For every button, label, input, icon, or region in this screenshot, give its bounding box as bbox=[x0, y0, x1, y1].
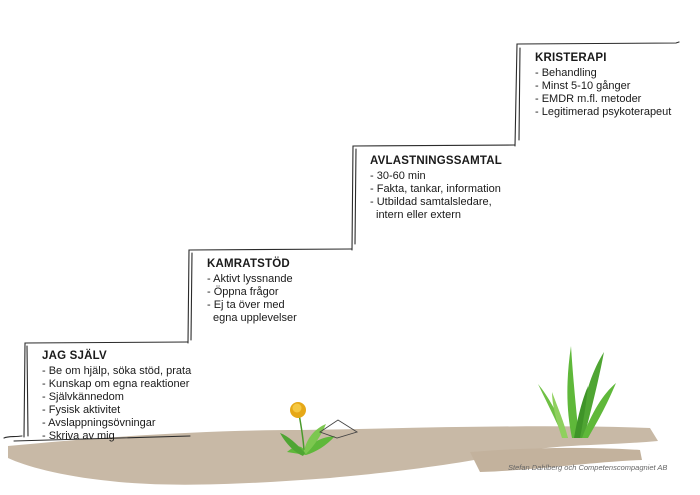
step-item: - Aktivt lyssnande bbox=[207, 273, 293, 285]
dandelion-flower bbox=[280, 402, 359, 456]
staircase-outline bbox=[3, 41, 680, 442]
step-item: - Be om hjälp, söka stöd, prata bbox=[42, 365, 192, 377]
step-title: JAG SJÄLV bbox=[42, 350, 107, 362]
ground bbox=[8, 426, 658, 485]
step-title: AVLASTNINGSSAMTAL bbox=[370, 155, 503, 167]
step-item: - Fysisk aktivitet bbox=[42, 404, 121, 416]
step-item: - Legitimerad psykoterapeut bbox=[535, 106, 672, 118]
step-avlastningssamtal: AVLASTNINGSSAMTAL - 30-60 min - Fakta, t… bbox=[370, 155, 502, 222]
step-title: KAMRATSTÖD bbox=[207, 258, 290, 270]
step-item: - Behandling bbox=[535, 67, 597, 79]
step-item: - 30-60 min bbox=[370, 170, 426, 182]
step-title: KRISTERAPI bbox=[535, 52, 607, 64]
step-item: - Öppna frågor bbox=[207, 286, 279, 298]
step-item: - Ej ta över med bbox=[207, 299, 285, 311]
step-item: egna upplevelser bbox=[213, 312, 297, 324]
credit-text: Stefan Dahlberg och Competenscompagniet … bbox=[508, 463, 668, 472]
step-item: - Utbildad samtalsledare, bbox=[370, 196, 492, 208]
ground-patch bbox=[470, 447, 642, 472]
step-item: - Fakta, tankar, information bbox=[370, 183, 501, 195]
step-item: - Skriva av mig bbox=[42, 430, 115, 442]
step-item: - Avslappningsövningar bbox=[42, 417, 156, 429]
step-item: - EMDR m.fl. metoder bbox=[535, 93, 642, 105]
step-jag-sjalv: JAG SJÄLV - Be om hjälp, söka stöd, prat… bbox=[42, 350, 191, 443]
step-item: - Kunskap om egna reaktioner bbox=[42, 378, 190, 390]
grass-clump bbox=[538, 346, 616, 438]
step-item: - Självkännedom bbox=[42, 391, 124, 403]
step-item: intern eller extern bbox=[376, 209, 461, 221]
step-kristerapi: KRISTERAPI - Behandling - Minst 5-10 gån… bbox=[535, 52, 671, 119]
step-kamratstod: KAMRATSTÖD - Aktivt lyssnande - Öppna fr… bbox=[207, 258, 297, 325]
step-item: - Minst 5-10 gånger bbox=[535, 80, 631, 92]
